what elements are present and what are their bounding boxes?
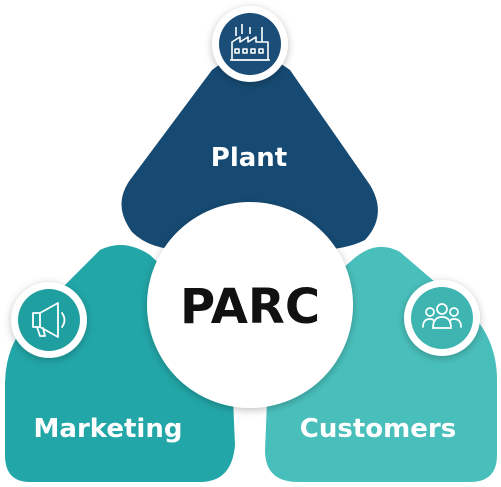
- segment-customers-label: Customers: [300, 414, 456, 444]
- segment-marketing-label: Marketing: [34, 414, 183, 444]
- plant-icon-badge: [212, 6, 288, 82]
- people-group-icon: [422, 303, 462, 329]
- center-node: PARC: [147, 202, 353, 408]
- segment-plant: Plant: [121, 55, 378, 250]
- segment-plant-shape: [121, 55, 378, 250]
- megaphone-icon: [32, 302, 66, 338]
- segment-plant-label: Plant: [211, 143, 287, 173]
- marketing-icon-badge: [11, 282, 87, 358]
- factory-icon: [230, 24, 270, 61]
- center-label: PARC: [180, 279, 320, 335]
- center-circle: [147, 202, 353, 408]
- customers-icon-badge: [404, 280, 480, 356]
